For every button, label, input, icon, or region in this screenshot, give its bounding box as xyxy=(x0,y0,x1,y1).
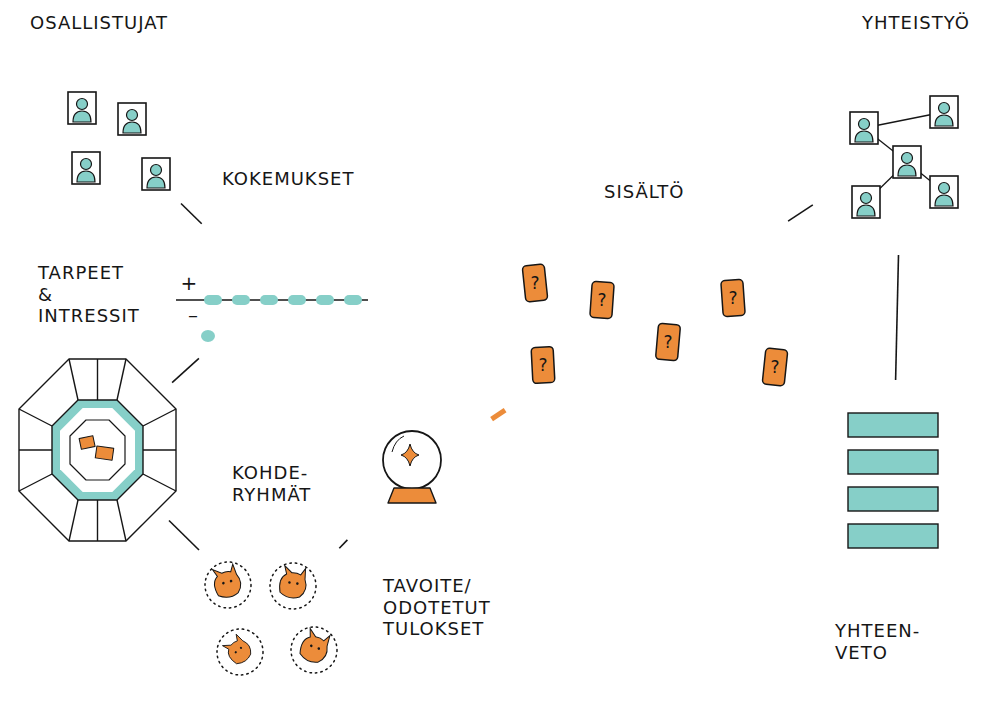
crystal-ball xyxy=(383,431,441,503)
content-cards xyxy=(522,264,788,386)
collaboration-network xyxy=(850,96,958,218)
octagon-outline xyxy=(5,345,190,555)
octagon-inner xyxy=(34,52,191,221)
node-heading: KOKEMUKSET xyxy=(222,168,354,190)
octagon-node: YHTEISTYÖ xyxy=(806,38,996,255)
connector-line xyxy=(788,205,813,221)
connector xyxy=(339,540,347,548)
symbol-label: – xyxy=(184,303,202,327)
symbol-label: + xyxy=(180,271,198,295)
connector xyxy=(181,204,202,224)
octagon-outline xyxy=(20,38,205,235)
needs-web xyxy=(19,359,176,541)
octagon-outline xyxy=(325,375,500,570)
octagon-node: OSALLISTUJAT xyxy=(20,38,205,235)
symbol-label: ? xyxy=(524,272,546,294)
symbol-label: ? xyxy=(657,331,679,353)
octagon-band xyxy=(6,346,189,554)
octagon-band xyxy=(326,376,499,569)
octagon-inner xyxy=(19,359,176,541)
node-heading: OSALLISTUJAT xyxy=(30,12,168,34)
octagon-node: TARPEET & INTRESSIT xyxy=(5,345,190,555)
octagon-band xyxy=(21,39,204,234)
symbol-label: ? xyxy=(722,287,744,309)
node-heading: YHTEISTYÖ xyxy=(862,12,970,34)
octagon-band xyxy=(166,531,374,709)
octagon-band xyxy=(173,196,371,389)
octagon-outline xyxy=(806,38,996,255)
node-heading: YHTEEN- VETO xyxy=(835,620,920,663)
connector-line xyxy=(172,358,199,382)
connector-line xyxy=(896,255,899,380)
octagon-inner xyxy=(802,394,984,591)
node-heading: SISÄLTÖ xyxy=(604,181,685,203)
connector xyxy=(172,358,199,382)
octagon-band xyxy=(789,381,997,604)
octagon-outline xyxy=(165,530,375,710)
octagon-node: TAVOITE/ ODOTETUT TULOKSET xyxy=(325,375,500,570)
connector xyxy=(896,255,899,380)
connector-line xyxy=(181,204,202,224)
octagon-node: SISÄLTÖ xyxy=(452,210,840,420)
octagon-outline xyxy=(172,195,372,390)
connector xyxy=(788,205,813,221)
octagon-inner xyxy=(339,389,486,556)
participant-icons xyxy=(68,92,170,190)
octagon-node: KOHDE- RYHMÄT xyxy=(165,530,375,710)
octagon-outline xyxy=(788,380,998,605)
octagon-node: YHTEEN- VETO xyxy=(788,380,998,605)
octagon-band xyxy=(807,39,995,254)
symbol-label: ? xyxy=(532,354,554,376)
experience-scale xyxy=(176,295,368,342)
node-heading: KOHDE- RYHMÄT xyxy=(232,462,311,505)
connector-line xyxy=(492,410,506,419)
octagon-band xyxy=(453,211,839,419)
octagon-inner xyxy=(466,224,826,406)
octagon-inner xyxy=(179,544,361,696)
node-heading: TAVOITE/ ODOTETUT TULOKSET xyxy=(383,575,491,640)
symbol-label: ? xyxy=(764,356,786,378)
octagon-node: KOKEMUKSET xyxy=(172,195,372,390)
connector xyxy=(169,521,199,551)
connector-line xyxy=(339,540,347,548)
octagon-inner xyxy=(186,209,358,376)
connector xyxy=(492,410,506,419)
connector-line xyxy=(169,521,199,551)
summary-bars xyxy=(848,413,938,548)
target-group-figures xyxy=(205,562,337,675)
octagon-inner xyxy=(820,52,982,241)
symbol-label: ? xyxy=(591,289,613,311)
node-heading: TARPEET & INTRESSIT xyxy=(38,262,140,327)
octagon-outline xyxy=(452,210,840,420)
